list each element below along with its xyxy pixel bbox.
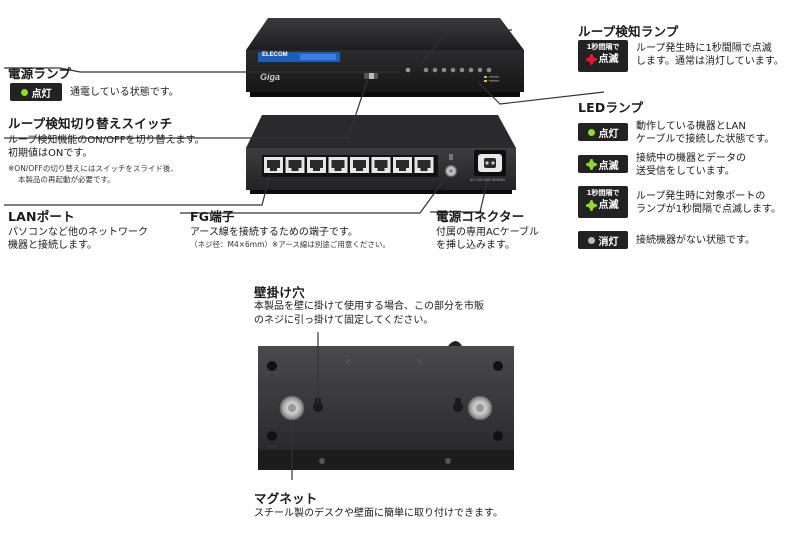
wall-hole-title: 壁掛け穴 [254,285,305,300]
brand-logo: ELECOM [262,52,288,58]
lan-port-opening [310,160,323,171]
led-on-desc2: ケーブルで接続した状態です。 [636,134,775,145]
green-blink-icon [587,202,595,209]
led-blink-desc2: 送受信をしています。 [636,166,735,177]
wall-hole-shape-left [313,398,324,412]
led-loop-badge-bottom: 点滅 [598,200,619,211]
power-connector-title: 電源コネクター [436,209,525,224]
lan-port-opening [331,160,345,171]
magnet-title: マグネット [254,491,318,506]
loop-lamp-desc1: ループ発生時に1秒間隔で点滅 [636,43,772,54]
rear-device [246,115,516,194]
gray-dot-icon [587,236,595,244]
bottom-device [258,341,514,470]
green-blink-icon [587,160,595,168]
lan-port-opening [288,160,302,171]
power-lamp-desc: 通電している状態です。 [70,87,179,98]
wall-hole-desc2: のネジに引っ掛けて固定してください。 [254,315,434,326]
loop-lamp-desc2: します。通常は消灯しています。 [636,56,784,67]
led-blink-badge-label: 点滅 [598,160,619,172]
fg-terminal-note: （ネジ径：M4×6mm）※アース線は別途ご用意ください。 [190,240,390,249]
led-loop-badge-top: 1秒間隔で [586,189,620,197]
power-lamp-badge-label: 点灯 [31,88,52,100]
power-rating-label: AC 100-240V 50/60Hz [470,178,506,182]
lan-port-opening [417,160,431,171]
red-blink-icon [587,56,595,63]
power-connector-desc1: 付属の専用ACケーブル [436,227,540,238]
fg-terminal-title: FG端子 [190,209,235,224]
led-off-badge: 消灯 [578,231,628,249]
loop-switch-desc2: 初期値はONです。 [8,148,93,159]
loop-lamp-badge: 1秒間隔で 点滅 [578,40,628,72]
led-on-badge-label: 点灯 [598,128,619,140]
loop-lamp-badge-top: 1秒間隔で [586,43,620,51]
loop-switch-note2: 本製品の再起動が必要です。 [18,175,115,184]
led-loop-desc2: ランプが1秒間隔で点滅します。 [636,204,782,215]
loop-switch-desc1: ループ検知機能のON/OFFを切り替えます。 [8,135,205,146]
power-lamp-title: 電源ランプ [8,66,72,81]
power-lamp-badge: 点灯 [10,83,62,101]
led-blink-badge: 点滅 [578,155,628,173]
lan-port-opening [396,160,409,171]
led-on-badge: 点灯 [578,123,628,141]
led-lamp-title: LEDランプ [578,100,644,115]
lan-port-opening [374,160,388,171]
front-device [246,18,524,97]
loop-lamp-badge-bottom: 点滅 [598,54,619,65]
magnet-desc: スチール製のデスクや壁面に簡単に取り付けできます。 [254,508,503,519]
lan-port-opening [353,160,366,171]
led-blink-desc1: 接続中の機器とデータの [636,153,746,164]
giga-logo: Giga [260,72,281,82]
loop-lamp-title: ループ検知ランプ [578,24,679,39]
led-on-desc1: 動作している機器とLAN [636,121,746,132]
wall-hole-desc1: 本製品を壁に掛けて使用する場合、この部分を市販 [254,301,484,312]
front-led-row [405,67,499,82]
leader-lines [4,29,605,480]
led-loop-desc1: ループ発生時に対象ポートの [636,191,766,202]
led-off-badge-label: 消灯 [598,236,619,248]
lan-port-desc1: パソコンなど他のネットワーク [8,227,148,238]
lan-port-opening [267,160,280,171]
green-dot-icon [587,128,595,136]
lan-port-desc2: 機器と接続します。 [8,240,97,251]
led-off-desc: 接続機器がない状態です。 [636,235,755,246]
power-connector-desc2: を挿し込みます。 [436,240,515,251]
green-dot-icon [20,88,28,96]
brand-label-bar [258,52,340,62]
fg-terminal-desc: アース線を接続するための端子です。 [190,227,358,238]
loop-switch-note1: ※ON/OFFの切り替えにはスイッチをスライド後、 [8,164,178,173]
led-loop-badge: 1秒間隔で 点滅 [578,186,628,218]
wall-hole-shape-right [453,398,464,412]
lan-port-title: LANポート [8,209,75,224]
loop-switch-title: ループ検知切り替えスイッチ [8,116,173,131]
